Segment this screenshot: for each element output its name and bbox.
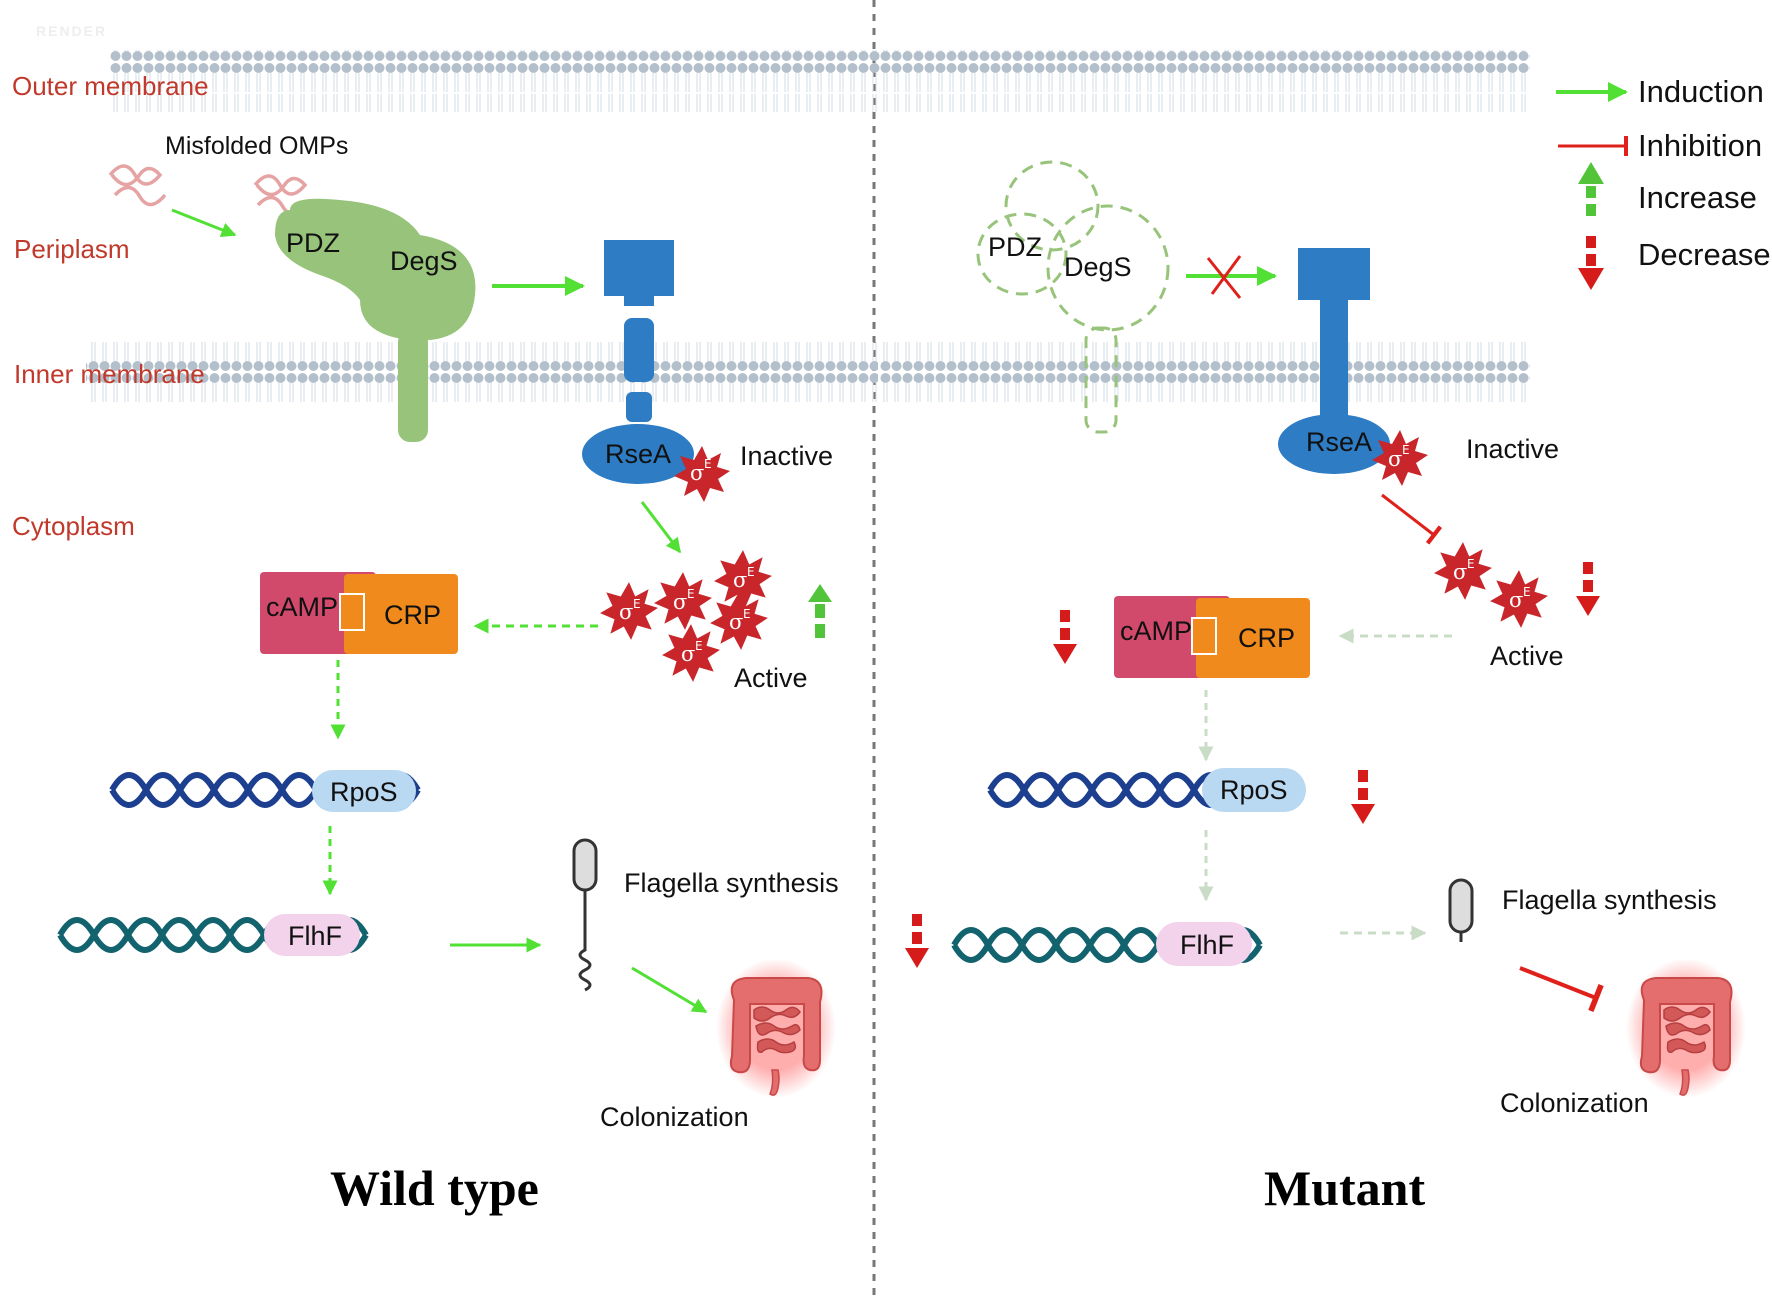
outer-membrane-label: Outer membrane	[12, 71, 209, 101]
legend-increase-arrow	[1578, 162, 1604, 216]
svg-text:σ: σ	[729, 610, 743, 634]
colonization-label: Colonization	[600, 1102, 749, 1132]
mutant-camp-label: cAMP	[1120, 616, 1192, 646]
flagella-label: Flagella synthesis	[624, 868, 839, 898]
mutant-decrease-indicator-camp	[1053, 610, 1077, 664]
svg-text:σ: σ	[681, 642, 695, 666]
mutant-camp-crp-complex	[1114, 596, 1310, 678]
mutant-flhf-label: FlhF	[1180, 930, 1234, 960]
blocked-cross-icon	[1206, 255, 1242, 299]
cytoplasm-label: Cytoplasm	[12, 511, 135, 541]
mutant-crp-label: CRP	[1238, 623, 1295, 653]
mutant-decrease-indicator-flhf	[905, 914, 929, 968]
periplasm-label: Periplasm	[14, 234, 130, 264]
degs-label: DegS	[390, 246, 458, 276]
legend-induction-label: Induction	[1638, 74, 1764, 109]
mutant-flagella-inhibition-line	[1519, 966, 1604, 1013]
mutant-degs-label: DegS	[1064, 252, 1132, 282]
mutant-active-label: Active	[1490, 641, 1564, 671]
crp-label: CRP	[384, 600, 441, 630]
camp-crp-complex	[260, 572, 458, 654]
svg-text:E: E	[1402, 443, 1410, 457]
svg-text:σ: σ	[1453, 560, 1467, 584]
legend: Induction Inhibition Increase Decrease	[1556, 74, 1771, 290]
legend-inhibition-bar	[1624, 136, 1628, 156]
outer-membrane	[110, 50, 1530, 112]
misfolded-omps-label: Misfolded OMPs	[165, 132, 348, 160]
mutant-rsea-label: RseA	[1306, 427, 1372, 457]
pdz-label: PDZ	[286, 228, 340, 258]
mutant-bacterium-icon	[1448, 878, 1474, 942]
watermark-text: RENDER	[36, 23, 107, 39]
degs-protein	[275, 198, 476, 442]
legend-inhibition-label: Inhibition	[1638, 128, 1762, 163]
gut-icon	[716, 960, 836, 1099]
mutant-decrease-indicator-sigma	[1576, 562, 1600, 616]
svg-text:E: E	[1523, 585, 1531, 599]
mutant-pdz-label: PDZ	[988, 232, 1042, 262]
inner-membrane-right	[880, 340, 1530, 402]
mutant-colonization-label: Colonization	[1500, 1088, 1649, 1118]
svg-text:σ: σ	[1509, 588, 1523, 612]
svg-text:σ: σ	[1388, 447, 1402, 471]
camp-label: cAMP	[266, 592, 338, 622]
mutant-rpos-label: RpoS	[1220, 775, 1288, 805]
inactive-label: Inactive	[740, 441, 833, 471]
mutant-flhf-gene-box	[1156, 922, 1252, 966]
mutant-flagella-label: Flagella synthesis	[1502, 885, 1717, 915]
rsea-protein	[582, 240, 694, 484]
inner-membrane-left	[86, 340, 878, 402]
svg-text:σ: σ	[690, 461, 704, 485]
svg-text:E: E	[633, 597, 641, 611]
mutant-rpos-gene-box	[1202, 768, 1306, 812]
mutant-sigma-factor-icon: σ E	[1372, 430, 1428, 486]
rsea-label: RseA	[605, 439, 671, 469]
rpos-gene-box	[312, 770, 416, 812]
flagella-to-gut-arrow	[631, 966, 708, 1014]
svg-text:E: E	[695, 639, 703, 653]
legend-decrease-arrow	[1578, 236, 1604, 290]
svg-text:E: E	[1467, 557, 1475, 571]
release-arrow	[640, 501, 682, 554]
svg-text:σ: σ	[673, 590, 687, 614]
bacterium-flagellum-icon	[572, 838, 598, 992]
flhf-gene-box	[264, 914, 360, 956]
mutant-title: Mutant	[1264, 1160, 1425, 1216]
svg-text:σ: σ	[619, 600, 633, 624]
wild-type-title: Wild type	[330, 1160, 539, 1216]
svg-text:σ: σ	[733, 568, 747, 592]
svg-text:E: E	[687, 587, 695, 601]
svg-text:E: E	[747, 565, 755, 579]
misfolded-omp-icon	[108, 164, 310, 217]
sigma-factor-icon: σ E	[674, 446, 730, 502]
mutant-gut-icon	[1626, 960, 1746, 1099]
mutant-inactive-label: Inactive	[1466, 434, 1559, 464]
mutant-degs-protein-absent	[976, 160, 1170, 434]
flhf-label: FlhF	[288, 921, 342, 951]
rpos-label: RpoS	[330, 777, 398, 807]
svg-text:E: E	[704, 457, 712, 471]
legend-increase-label: Increase	[1638, 180, 1757, 215]
svg-text:E: E	[743, 607, 751, 621]
omp-arrow	[171, 208, 237, 237]
legend-decrease-label: Decrease	[1638, 237, 1771, 272]
inner-membrane-label: Inner membrane	[14, 359, 205, 389]
mutant-decrease-indicator-rpos	[1351, 770, 1375, 824]
mutant-active-sigma	[1434, 542, 1548, 628]
active-label: Active	[734, 663, 808, 693]
mutant-rsea-protein	[1278, 248, 1390, 474]
increase-indicator	[808, 584, 832, 638]
mutant-inhibition-line	[1381, 493, 1443, 545]
